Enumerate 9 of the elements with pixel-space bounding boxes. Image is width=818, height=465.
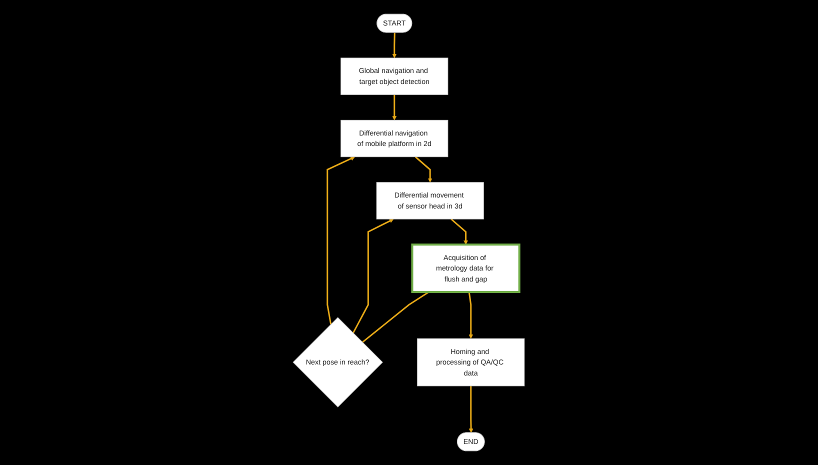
arrow [450,218,468,245]
arrow [469,386,474,433]
arrow [326,156,356,324]
arrow [392,94,397,120]
connector [362,291,430,343]
arrow [352,218,394,334]
arrow [468,292,474,339]
arrow [415,156,433,183]
arrow [392,32,397,58]
